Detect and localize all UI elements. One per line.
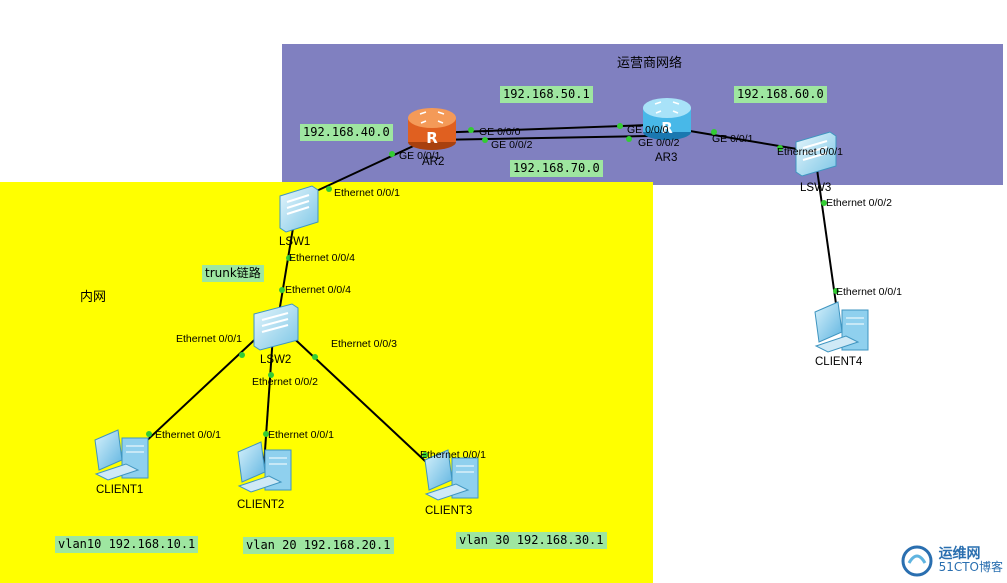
port-label-lsw3-e001: Ethernet 0/0/1 [777,146,843,158]
device-label-client3: CLIENT3 [425,505,473,517]
link-lsw2-client3 [284,329,441,476]
vlan10-tag: vlan10 192.168.10.1 [55,536,199,553]
watermark-line2: 51CTO博客 [938,560,1003,574]
watermark-logo-icon [901,545,933,577]
port-label-lsw1-e001: Ethernet 0/0/1 [334,187,400,199]
link-lsw2-client2 [263,334,274,466]
port-label-client4-e001: Ethernet 0/0/1 [836,286,902,298]
trunk-link-tag: trunk链路 [202,265,264,282]
port-label-lsw2-e003: Ethernet 0/0/3 [331,338,397,350]
port-dot [482,137,488,143]
port-dot [833,288,839,294]
device-label-client1: CLIENT1 [96,484,144,496]
port-label-ar3-ge001: GE 0/0/1 [712,133,754,145]
network-tag-50: 192.168.50.1 [500,86,593,103]
port-label-ar2-ge001: GE 0/0/1 [399,150,441,162]
pc-icon[interactable] [237,441,292,493]
device-label-ar3: AR3 [655,152,678,164]
port-dot [389,151,395,157]
port-dot [268,372,274,378]
watermark-line1: 运维网 [938,546,981,562]
network-tag-70: 192.168.70.0 [510,160,603,177]
isp-zone [282,44,1003,185]
links [125,124,839,476]
pc-icon[interactable] [424,449,479,501]
lan-zone [0,182,653,583]
port-label-client3-e001: Ethernet 0/0/1 [420,449,486,461]
port-dot [312,354,318,360]
port-label-lsw2-e004: Ethernet 0/0/4 [285,284,351,296]
device-label-lsw1: LSW1 [279,236,311,248]
pc-icon[interactable] [94,429,149,481]
network-tag-40: 192.168.40.0 [300,124,393,141]
svg-text:R: R [661,119,673,137]
port-dots [146,123,839,458]
switch-icon[interactable] [795,131,837,177]
port-dot [279,287,285,293]
port-label-client2-e001: Ethernet 0/0/1 [268,429,334,441]
port-dot [777,145,783,151]
pc-icon[interactable] [814,301,869,353]
svg-text:R: R [426,129,438,147]
device-label-lsw3: LSW3 [800,182,832,194]
port-dot [286,255,292,261]
port-dot [711,129,717,135]
port-label-ar3-ge002: GE 0/0/2 [638,137,680,149]
link-ar3-lsw3 [671,127,816,153]
device-label-client4: CLIENT4 [815,356,863,368]
device-label-lsw2: LSW2 [260,354,292,366]
port-dot [146,431,152,437]
router-icon[interactable]: R [408,108,456,150]
port-label-client1-e001: Ethernet 0/0/1 [155,429,221,441]
port-label-lsw1-e004: Ethernet 0/0/4 [289,252,355,264]
port-label-lsw2-e001: Ethernet 0/0/1 [176,333,242,345]
port-label-ar2-ge000: GE 0/0/0 [479,126,521,138]
port-label-lsw2-e002: Ethernet 0/0/2 [252,376,318,388]
network-tag-60: 192.168.60.0 [734,86,827,103]
link-ar2-ar3-ge000 [431,124,649,134]
router-icon[interactable]: R [643,98,691,140]
port-dot [617,123,623,129]
watermark: 运维网 51CTO博客 [899,543,1003,579]
vlan30-tag: vlan 30 192.168.30.1 [456,532,607,549]
isp-zone-label: 运营商网络 [617,56,683,71]
lan-zone-label: 内网 [80,290,107,305]
port-label-lsw3-e002: Ethernet 0/0/2 [826,197,892,209]
vlan20-tag: vlan 20 192.168.20.1 [243,537,394,554]
port-label-ar2-ge002: GE 0/0/2 [491,139,533,151]
port-dot [263,431,269,437]
port-dot [821,200,827,206]
port-dot [468,127,474,133]
device-label-client2: CLIENT2 [237,499,285,511]
device-label-ar2: AR2 [422,156,445,168]
link-ar2-ar3-ge002 [431,135,649,141]
port-dot [326,186,332,192]
port-dot [626,136,632,142]
link-lsw2-client1 [125,329,266,461]
port-dot [239,352,245,358]
port-dot [422,452,428,458]
port-label-ar3-ge000: GE 0/0/0 [627,124,669,136]
switch-icon[interactable] [279,185,319,233]
switch-icon[interactable] [253,303,299,351]
